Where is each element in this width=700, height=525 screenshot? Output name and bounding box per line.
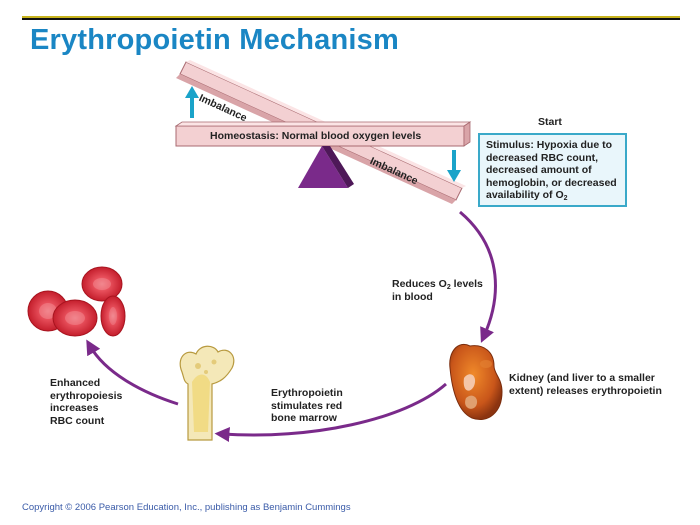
stimulus-line: hemoglobin, or decreased bbox=[486, 176, 617, 189]
stimulus-line: decreased amount of bbox=[486, 164, 592, 176]
reduces-o2-label: Reduces O2 levels in blood bbox=[392, 278, 483, 303]
kidney-image bbox=[449, 344, 503, 420]
stimulus-line: Stimulus: Hypoxia due to bbox=[486, 139, 613, 151]
homeostasis-label: Homeostasis: Normal blood oxygen levels bbox=[210, 130, 422, 142]
homeostasis-bar bbox=[174, 121, 472, 147]
down-arrow-icon bbox=[447, 150, 461, 182]
stimulus-line: availability of O2 bbox=[486, 189, 568, 202]
title-rule bbox=[22, 16, 680, 20]
bone-marrow-image bbox=[179, 345, 235, 441]
page-title: Erythropoietin Mechanism bbox=[30, 24, 399, 56]
up-arrow-icon bbox=[185, 86, 199, 118]
rbc-label: Enhanced erythropoiesis increases RBC co… bbox=[50, 377, 123, 427]
red-blood-cells-image bbox=[27, 266, 126, 337]
copyright-notice: Copyright © 2006 Pearson Education, Inc.… bbox=[22, 502, 351, 513]
arrow-to-kidney bbox=[459, 210, 497, 343]
stimulus-line: decreased RBC count, bbox=[486, 151, 599, 164]
arrow-to-marrow bbox=[214, 382, 447, 442]
marrow-label: Erythropoietin stimulates red bone marro… bbox=[271, 387, 343, 424]
kidney-label: Kidney (and liver to a smaller extent) r… bbox=[509, 372, 662, 397]
arrow-to-rbc bbox=[86, 339, 179, 406]
stimulus-box: Stimulus: Hypoxia due to decreased RBC c… bbox=[478, 133, 627, 207]
fulcrum bbox=[298, 146, 348, 188]
start-label: Start bbox=[538, 116, 562, 128]
